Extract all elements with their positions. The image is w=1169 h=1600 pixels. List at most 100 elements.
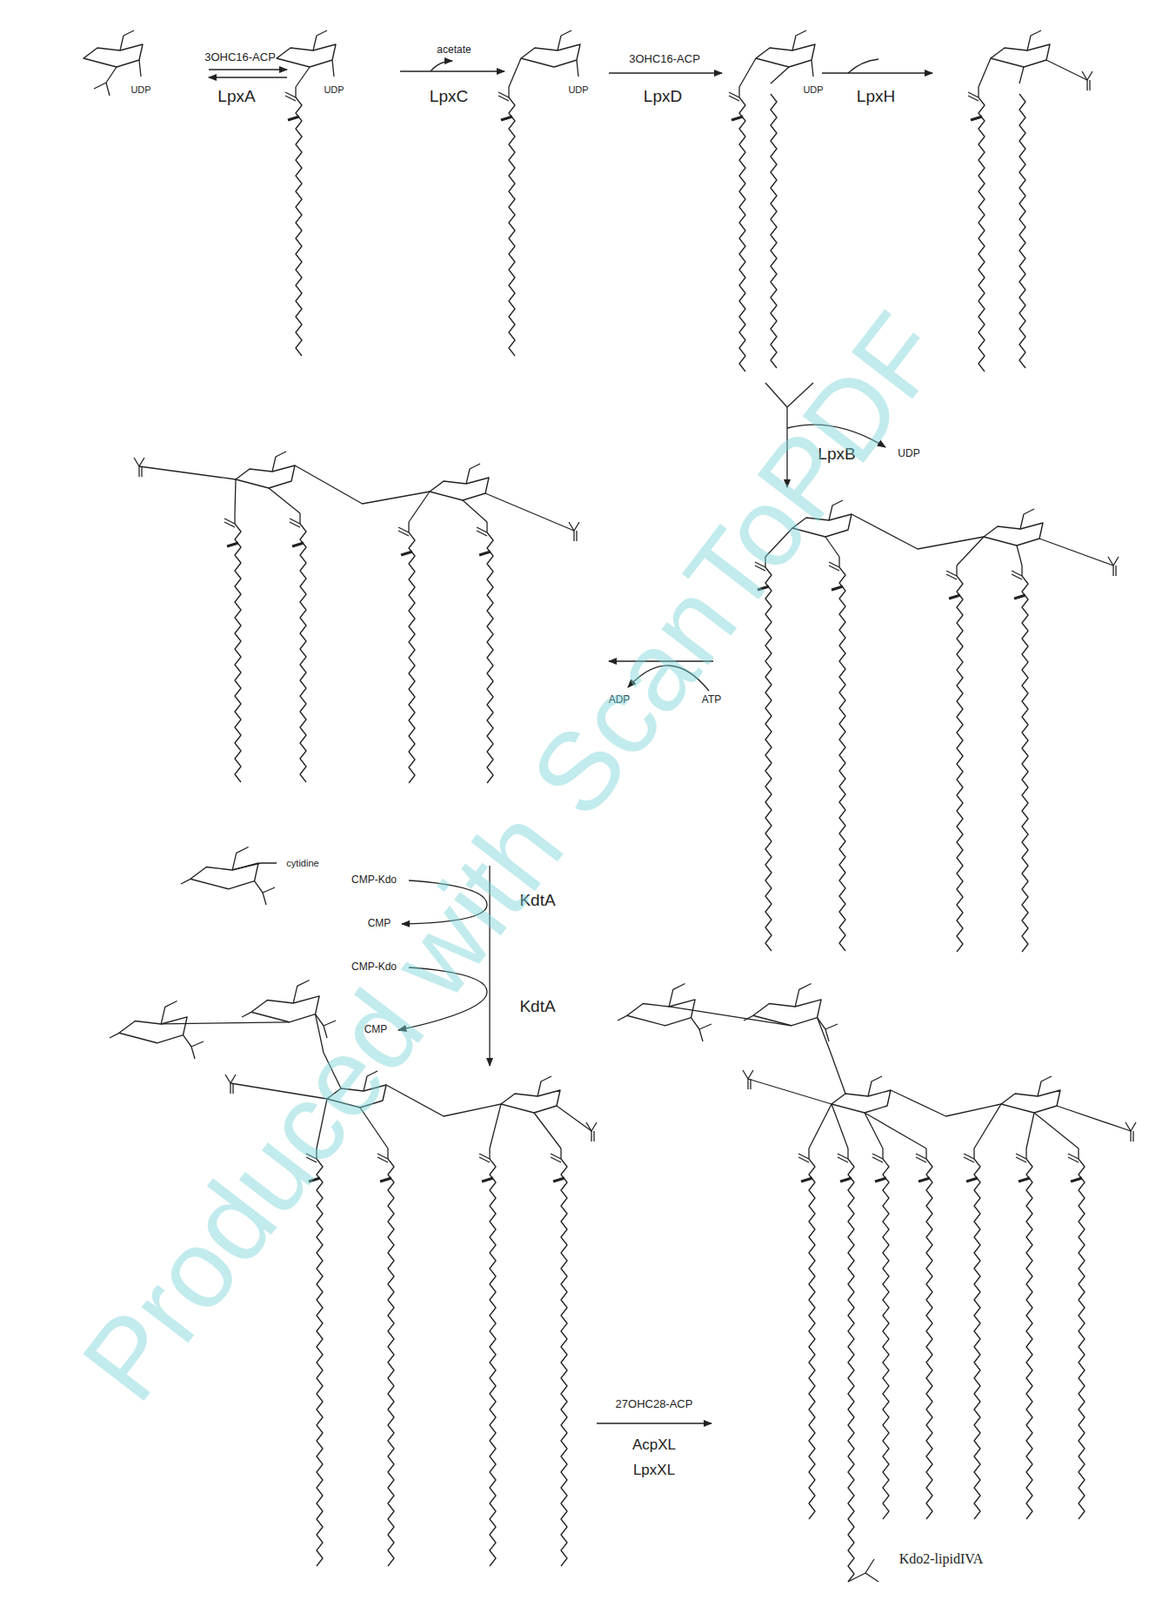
cofactor-arrow <box>398 967 488 1030</box>
acyl-chain <box>489 1158 496 1566</box>
hydroxyl-wedge <box>481 1177 494 1182</box>
carbonyl-bond <box>476 530 488 536</box>
acyl-chain <box>234 523 241 782</box>
phosphate-bond <box>1108 556 1119 566</box>
byproduct-label: acetate <box>436 44 471 56</box>
acyl-chain <box>808 1158 815 1519</box>
product-name: Kdo2-lipidIVA <box>899 1550 984 1567</box>
acyl-chain <box>926 1158 933 1519</box>
ester-bond <box>1016 545 1023 566</box>
enzyme-name: LpxC <box>429 87 468 107</box>
phosphate-bond <box>748 1078 832 1104</box>
ester-bond <box>560 1148 562 1159</box>
ester-bond <box>977 86 979 98</box>
hydroxymethyl-bond <box>537 1075 552 1096</box>
hydroxyl-wedge <box>1018 1177 1030 1182</box>
reaction-arrow <box>488 865 490 1066</box>
phosphate-bond <box>225 1074 236 1083</box>
acyl-chain <box>408 532 415 783</box>
phosphate-bond <box>556 1105 592 1131</box>
phosphate-bond <box>590 1130 592 1142</box>
carboxylate-bond <box>323 1020 336 1026</box>
carbonyl-bond <box>306 1156 317 1163</box>
byproduct-label: CMP <box>364 1023 388 1036</box>
sugar-ring <box>831 1089 891 1113</box>
hydroxymethyl-bond <box>120 30 134 51</box>
carbonyl-bond <box>968 95 979 101</box>
phosphate-bond <box>139 466 236 480</box>
sugar-ring <box>521 44 581 67</box>
ester-bond <box>881 1148 883 1159</box>
phosphate-bond <box>232 1082 234 1094</box>
carboxylate-bond <box>825 1023 838 1029</box>
hydroxymethyl-bond <box>868 1075 882 1096</box>
carbonyl-bond <box>398 530 409 536</box>
reagent-label: CMP-Kdo <box>351 874 397 886</box>
ester-bond <box>462 500 488 522</box>
ester-bond <box>978 58 991 87</box>
hydroxymethyl-bond <box>794 983 811 1007</box>
hydroxyl-wedge <box>227 542 239 547</box>
acyl-chain <box>295 97 302 356</box>
hydroxyl-bond <box>241 1011 252 1017</box>
sugar-ring <box>190 862 259 889</box>
hydroxyl-wedge <box>731 116 743 121</box>
phosphate-bond <box>1039 538 1114 566</box>
hydroxyl-wedge <box>831 586 843 590</box>
acyl-chain <box>882 1158 889 1519</box>
ester-bond <box>407 521 409 533</box>
release-arrow <box>787 424 886 448</box>
sugar-ring <box>990 44 1050 67</box>
byproduct-label: UDP <box>897 447 920 460</box>
ester-bond <box>808 1148 809 1159</box>
ketosidic-bond <box>160 1022 289 1024</box>
ester-bond <box>765 527 793 557</box>
hydroxyl-wedge <box>970 116 982 121</box>
sugar-ring <box>251 995 320 1023</box>
ester-bond <box>360 1107 388 1149</box>
acyl-chain <box>561 1158 568 1566</box>
ester-bond <box>294 86 296 98</box>
byproduct-label: ADP <box>608 694 631 706</box>
carbonyl-bond <box>377 1156 388 1163</box>
phosphate-bond <box>1132 1130 1134 1142</box>
enzyme-name: KdtA <box>519 997 555 1016</box>
hydroxymethyl-bond <box>1027 30 1042 51</box>
ester-bond <box>738 86 740 98</box>
hydroxyl-wedge <box>801 1177 813 1182</box>
acyl-chain <box>300 523 307 782</box>
reagent-label: 27OHC28-ACP <box>615 1397 694 1410</box>
carboxylate-bond <box>262 892 267 905</box>
ester-bond <box>973 1148 975 1159</box>
carboxylate-bond <box>323 1025 328 1038</box>
ester-bond <box>1034 1112 1079 1149</box>
hydroxymethyl-bond <box>828 500 843 521</box>
hydroxymethyl-bond <box>792 30 807 51</box>
acyl-chain <box>765 567 772 951</box>
ester-bond <box>316 1098 328 1149</box>
phosphate-bond <box>593 1130 595 1142</box>
ester-bond <box>508 58 522 87</box>
carbonyl-bond <box>1068 1156 1079 1163</box>
sugar-ring <box>235 465 295 488</box>
acyl-chain <box>387 1158 395 1566</box>
carboxylate-bond <box>262 887 275 893</box>
phosphate-bond <box>1046 60 1088 81</box>
ester-bond <box>507 86 509 98</box>
acyl-chain <box>1019 93 1026 368</box>
ketosidic-bond <box>315 1014 342 1089</box>
udp-bond <box>576 60 579 77</box>
phosphate-bond <box>573 530 575 542</box>
ester-branch <box>865 1572 879 1582</box>
sugar-ring <box>501 1089 561 1113</box>
sugar-ring <box>1001 1089 1061 1113</box>
ester-bond <box>974 1103 1002 1149</box>
ester-bond <box>268 487 301 514</box>
cofactor-arrow <box>401 880 488 924</box>
acyl-chain <box>1022 575 1029 952</box>
ester-bond <box>764 556 766 568</box>
udp-bond <box>332 60 334 77</box>
ester-bond <box>1077 1148 1079 1159</box>
hydroxymethyl-bond <box>313 30 328 51</box>
glycosidic-bond <box>386 1084 501 1116</box>
